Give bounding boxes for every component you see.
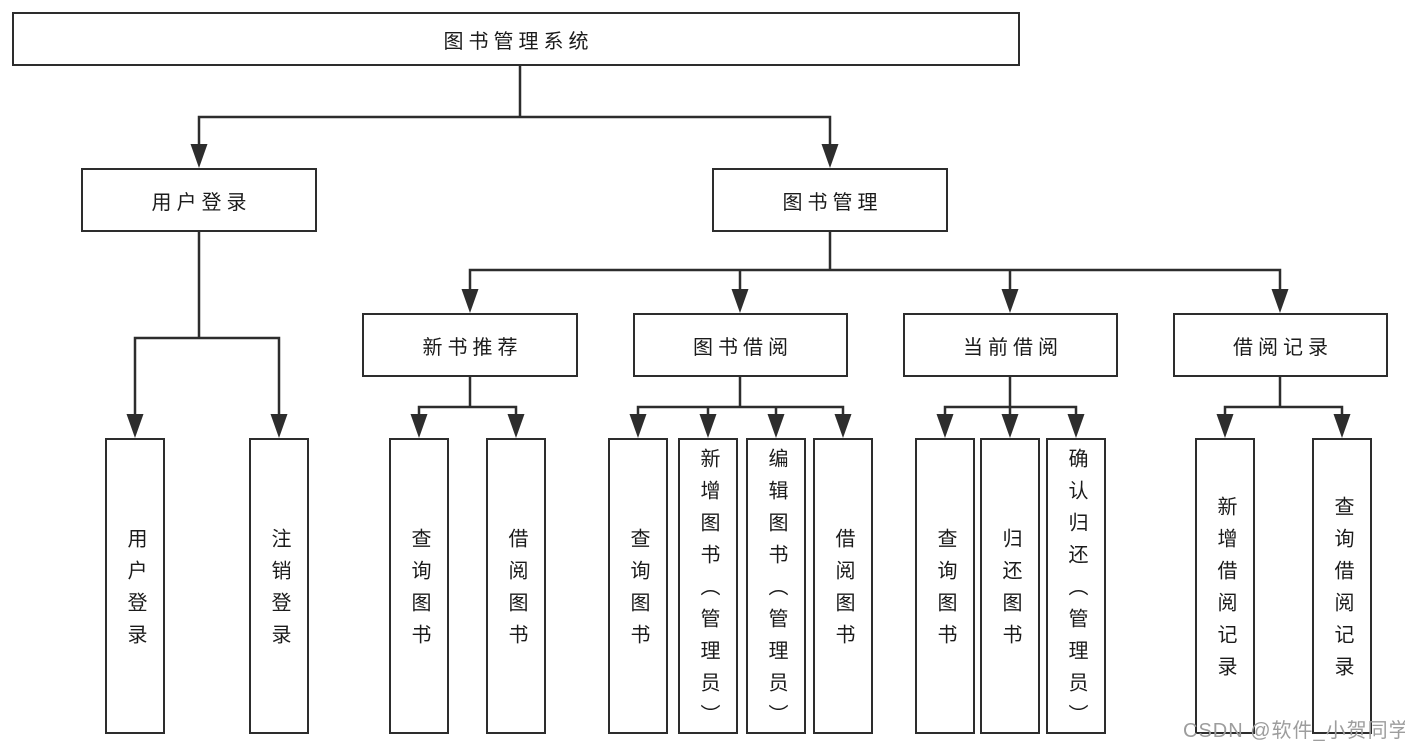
leaf-logout: 注销登录 [249, 438, 309, 734]
connector-root-to-level2 [197, 64, 832, 148]
leaf-add-borrow-record: 新增借阅记录 [1195, 438, 1255, 734]
connector-borrow-group [636, 375, 845, 418]
leaf-query-books-current: 查询图书 [915, 438, 975, 734]
node-root: 图书管理系统 [12, 12, 1020, 66]
leaf-add-book-admin: 新增图书（管理员） [678, 438, 738, 736]
node-current-borrowing: 当前借阅 [903, 313, 1118, 377]
arrowheads [126, 144, 1351, 438]
leaf-user-login: 用户登录 [105, 438, 165, 734]
connector-recommend-group [417, 375, 518, 418]
leaf-query-borrow-record: 查询借阅记录 [1312, 438, 1372, 734]
connector-login-group [133, 230, 281, 418]
node-user-login: 用户登录 [81, 168, 317, 232]
connector-bookmgmt-to-level3 [468, 230, 1282, 293]
node-book-management: 图书管理 [712, 168, 948, 232]
leaf-return-books: 归还图书 [980, 438, 1040, 734]
leaf-edit-book-admin: 编辑图书（管理员） [746, 438, 806, 736]
connector-current-group [943, 375, 1078, 418]
watermark: CSDN @软件_小贺同学 [1183, 720, 1405, 742]
leaf-confirm-return-admin: 确认归还（管理员） [1046, 438, 1106, 736]
leaf-query-books-recommend: 查询图书 [389, 438, 449, 734]
connector-paths [133, 64, 1344, 418]
node-book-borrowing: 图书借阅 [633, 313, 848, 377]
connector-records-group [1223, 375, 1344, 418]
leaf-borrow-books-recommend: 借阅图书 [486, 438, 546, 734]
leaf-borrow-books: 借阅图书 [813, 438, 873, 734]
node-borrow-records: 借阅记录 [1173, 313, 1388, 377]
node-new-book-recommend: 新书推荐 [362, 313, 578, 377]
leaf-query-books-borrow: 查询图书 [608, 438, 668, 734]
